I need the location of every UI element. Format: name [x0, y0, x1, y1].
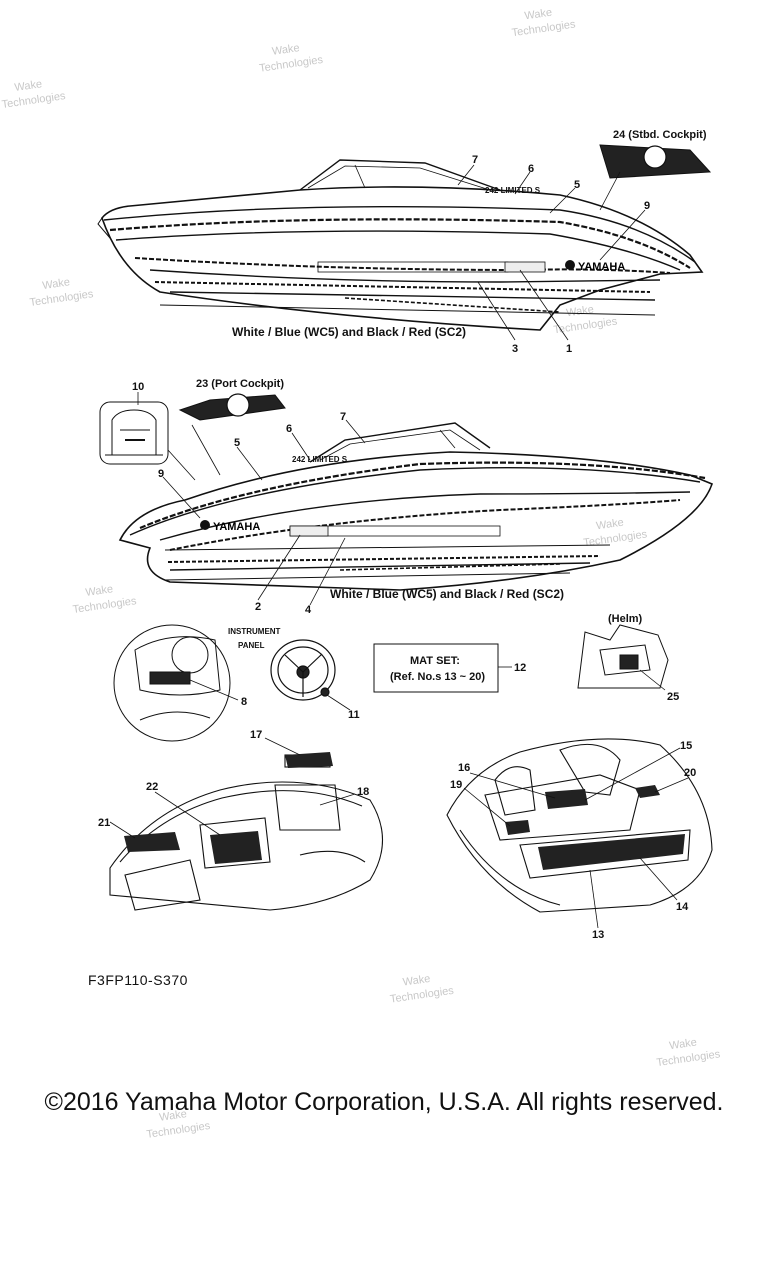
copyright-notice: ©2016 Yamaha Motor Corporation, U.S.A. A… — [44, 1088, 724, 1116]
callout-19: 19 — [450, 779, 462, 791]
stbd-cockpit-decal-illustration — [599, 144, 712, 179]
callout-18: 18 — [357, 786, 369, 798]
label-port-cockpit: 23 (Port Cockpit) — [196, 378, 284, 390]
svg-text:Technologies: Technologies — [29, 288, 95, 309]
svg-text:Wake: Wake — [565, 304, 594, 320]
watermark: Wake Technologies — [553, 304, 619, 337]
callout-6-bottom: 6 — [286, 423, 292, 435]
callout-22: 22 — [146, 781, 158, 793]
svg-text:Wake: Wake — [14, 78, 43, 94]
svg-text:Wake: Wake — [42, 276, 71, 292]
svg-text:Technologies: Technologies — [553, 315, 619, 336]
svg-text:YAMAHA: YAMAHA — [213, 521, 260, 533]
svg-text:Technologies: Technologies — [389, 985, 455, 1006]
label-helm: (Helm) — [608, 613, 643, 625]
callout-14: 14 — [676, 901, 689, 913]
svg-text:Technologies: Technologies — [1, 90, 67, 111]
callout-9-bottom: 9 — [158, 468, 164, 480]
callout-6-top: 6 — [528, 163, 534, 175]
svg-text:Technologies: Technologies — [258, 54, 324, 75]
steering-wheel-illustration — [270, 639, 336, 701]
watermark: Wake Technologies — [258, 42, 324, 75]
mats-stern — [505, 785, 685, 870]
svg-text:YAMAHA: YAMAHA — [578, 261, 625, 273]
callout-16: 16 — [458, 762, 470, 774]
yamaha-decal-starboard: YAMAHA — [565, 260, 625, 273]
svg-text:Wake: Wake — [402, 973, 431, 989]
leader-lines-top — [457, 164, 646, 341]
callout-13: 13 — [592, 929, 604, 941]
svg-text:Wake: Wake — [85, 583, 114, 599]
svg-text:Wake: Wake — [271, 42, 300, 58]
callout-1: 1 — [566, 343, 572, 355]
label-panel: PANEL — [238, 641, 265, 650]
svg-text:Technologies: Technologies — [72, 595, 138, 616]
callout-20: 20 — [684, 767, 696, 779]
svg-text:Technologies: Technologies — [656, 1048, 722, 1069]
port-cockpit-decal-illustration — [178, 393, 286, 421]
callout-4: 4 — [305, 604, 312, 616]
label-stbd-cockpit: 24 (Stbd. Cockpit) — [613, 129, 707, 141]
svg-text:Wake: Wake — [668, 1036, 697, 1052]
callout-2: 2 — [255, 601, 261, 613]
boat-port-illustration — [118, 422, 713, 591]
svg-text:Technologies: Technologies — [583, 528, 649, 549]
stern-interior-illustration — [446, 738, 713, 913]
figure-code: F3FP110-S370 — [88, 972, 188, 988]
callout-11: 11 — [348, 709, 360, 721]
instrument-panel-illustration — [113, 624, 231, 742]
caption-boat-starboard: White / Blue (WC5) and Black / Red (SC2) — [232, 325, 466, 339]
leader-lines-bottom — [137, 392, 366, 606]
callout-21: 21 — [98, 817, 110, 829]
watermark: Wake Technologies — [1, 78, 67, 111]
detail-10-illustration — [99, 401, 169, 465]
svg-text:Wake: Wake — [524, 7, 553, 23]
callout-15: 15 — [680, 740, 692, 752]
watermark: Wake Technologies — [511, 7, 577, 40]
leader-lines-stern — [463, 747, 689, 929]
leader-8 — [189, 679, 239, 701]
callout-25: 25 — [667, 691, 679, 703]
callout-10: 10 — [132, 381, 144, 393]
svg-text:Technologies: Technologies — [146, 1120, 212, 1141]
mat-set-title: MAT SET: — [410, 655, 460, 667]
callout-8: 8 — [241, 696, 247, 708]
watermark: Wake Technologies — [389, 973, 455, 1006]
label-instrument: INSTRUMENT — [228, 627, 281, 636]
caption-boat-port: White / Blue (WC5) and Black / Red (SC2) — [330, 587, 564, 601]
callout-5-top: 5 — [574, 179, 580, 191]
leader-lines-bow — [109, 737, 356, 839]
callout-12: 12 — [514, 662, 526, 674]
model-decal-port: 242 LIMITED S — [292, 455, 348, 464]
mats-bow — [124, 752, 333, 864]
watermark: Wake Technologies — [72, 583, 138, 616]
callout-7-bottom: 7 — [340, 411, 346, 423]
boat-starboard-illustration — [97, 159, 704, 331]
mat-set-box — [373, 643, 499, 693]
callout-3: 3 — [512, 343, 518, 355]
model-decal-starboard: 242 LIMITED S — [485, 186, 541, 195]
mat-set-ref: (Ref. No.s 13 ~ 20) — [390, 671, 485, 683]
callout-5-bottom: 5 — [234, 437, 240, 449]
svg-text:Wake: Wake — [595, 517, 624, 533]
watermark: Wake Technologies — [656, 1036, 722, 1069]
leader-25 — [639, 669, 666, 691]
watermark: Wake Technologies — [29, 276, 95, 309]
helm-illustration — [577, 624, 669, 689]
svg-text:Wake: Wake — [158, 1108, 187, 1124]
svg-text:Technologies: Technologies — [511, 18, 577, 39]
watermark: Wake Technologies — [583, 517, 649, 550]
callout-9-top: 9 — [644, 200, 650, 212]
callout-7-top: 7 — [472, 154, 478, 166]
leader-11 — [326, 694, 351, 711]
callout-17: 17 — [250, 729, 262, 741]
yamaha-decal-port: YAMAHA — [200, 520, 260, 533]
